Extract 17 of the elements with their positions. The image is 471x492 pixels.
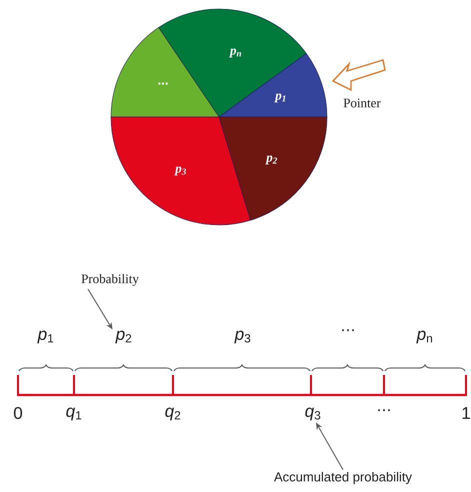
axis-label: q$_{2}$ [165, 408, 180, 420]
axis-label: 1 [462, 407, 470, 419]
axis-label: ⋯ [378, 409, 390, 412]
text-label: q$_{3}$ [305, 408, 320, 420]
text-label: Accumulated probability [274, 472, 412, 484]
pointer-label: Pointer [344, 98, 381, 108]
axis-label: 0 [14, 406, 22, 420]
probability-label: p$_{n}$ [416, 330, 432, 344]
probability-label: ⋯ [342, 329, 354, 332]
pie-slice: p$_{2}$ [218, 116, 328, 221]
text-label: Probability [82, 274, 139, 286]
pie-slice: p$_{3}$ [110, 116, 251, 226]
probability-label: p$_{1}$ [37, 330, 54, 344]
probability-label: p$_{3}$ [234, 330, 250, 344]
text-label: p$_{2}$ [115, 330, 132, 344]
axis-label: q$_{1}$ [66, 408, 82, 420]
pie-slice: ⋯ [110, 27, 220, 118]
